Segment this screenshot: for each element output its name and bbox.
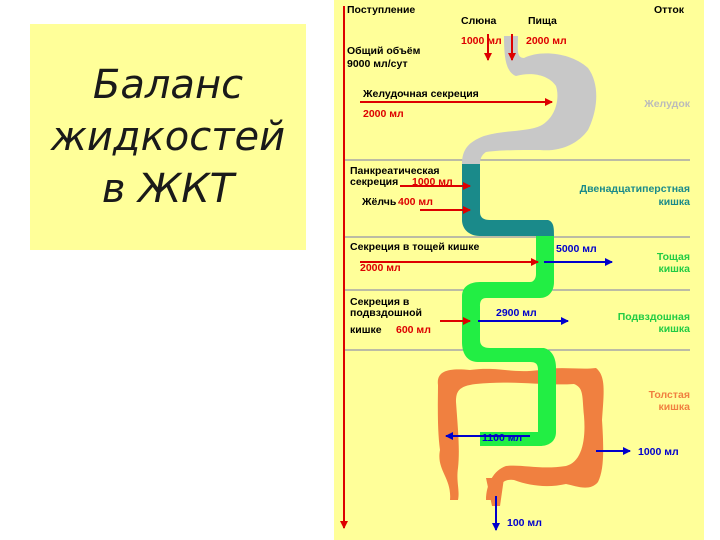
gastric-label: Желудочная секреция [362,88,479,100]
header-outflow: Отток [654,4,685,16]
organ-jejunum-line2: кишка [658,263,690,275]
stomach-shape [462,36,597,164]
header-food: Пища [528,15,557,27]
ileal-line1: Секреция в [350,296,410,308]
rectum-shape [486,478,504,506]
organ-duodenum-line1: Двенадцатиперстная [580,183,690,195]
colon-shape [437,368,604,500]
organ-ileum-line2: кишка [658,323,690,335]
ileal-line2: подвздошной [350,307,422,319]
title-box: Баланс жидкостей в ЖКТ [30,24,306,250]
organ-colon-line1: Толстая [649,389,690,401]
bile-label: Жёлчь [361,196,397,208]
ileal-value: 600 мл [396,324,431,336]
diagram-panel [334,0,704,540]
intake-arrows [360,34,553,325]
small-intestine-shape [462,236,556,446]
ileal-line3: кишке [350,324,382,336]
total-line2: 9000 мл/сут [347,58,408,70]
jejunal-label: Секреция в тощей кишке [350,241,479,253]
colon-absorb-value: 1000 мл [638,446,679,458]
duodenum-shape [462,164,554,236]
excreted-value: 100 мл [507,517,542,529]
total-line1: Общий объём [347,45,421,57]
organ-jejunum-line1: Тощая [657,251,690,263]
pancreatic-line1: Панкреатическая [350,165,440,177]
organ-duodenum-line2: кишка [658,196,690,208]
colon-entry-value: 1100 мл [482,432,522,444]
food-value: 2000 мл [526,35,567,47]
ileum-absorb-value: 2900 мл [496,307,537,319]
page-title: Баланс жидкостей в ЖКТ [50,62,286,212]
organ-colon-line2: кишка [658,401,690,413]
saliva-value: 1000 мл [461,35,502,47]
organ-stomach: Желудок [643,98,691,110]
header-intake: Поступление [347,4,415,16]
bile-value: 400 мл [398,196,433,208]
pancreatic-value: 1000 мл [412,176,453,188]
header-saliva: Слюна [461,15,497,27]
outflow-arrows [445,258,631,531]
pancreatic-line2: секреция [350,176,398,188]
jejunum-absorb-value: 5000 мл [556,243,597,255]
jejunal-value: 2000 мл [360,262,401,274]
organ-ileum-line1: Подвздошная [618,311,690,323]
gastric-value: 2000 мл [363,108,404,120]
